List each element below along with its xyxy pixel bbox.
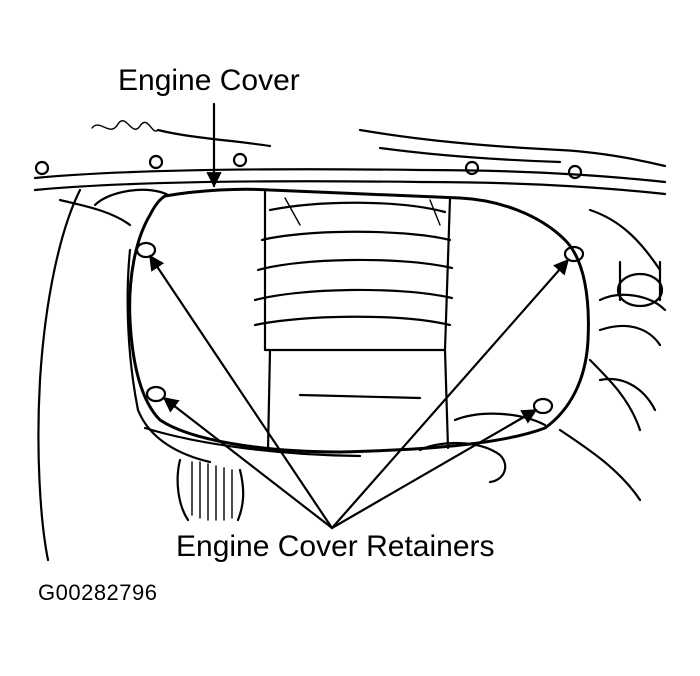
retainer-arrow-top-left: [148, 254, 334, 530]
top-cable-assembly: [33, 120, 667, 196]
retainer-arrow-bottom-left: [162, 396, 334, 530]
engine-cover-retainers-label: Engine Cover Retainers: [176, 530, 495, 563]
retainer-arrow-top-right: [330, 258, 570, 530]
figure-id: G00282796: [38, 580, 158, 605]
retainer-arrows: [148, 254, 570, 530]
retainer-arrow-bottom-right: [330, 408, 538, 530]
lower-pulley: [176, 458, 245, 522]
right-engine-components: [418, 208, 667, 502]
left-body-lines: [37, 188, 170, 562]
engine-cover-label: Engine Cover: [118, 64, 300, 97]
